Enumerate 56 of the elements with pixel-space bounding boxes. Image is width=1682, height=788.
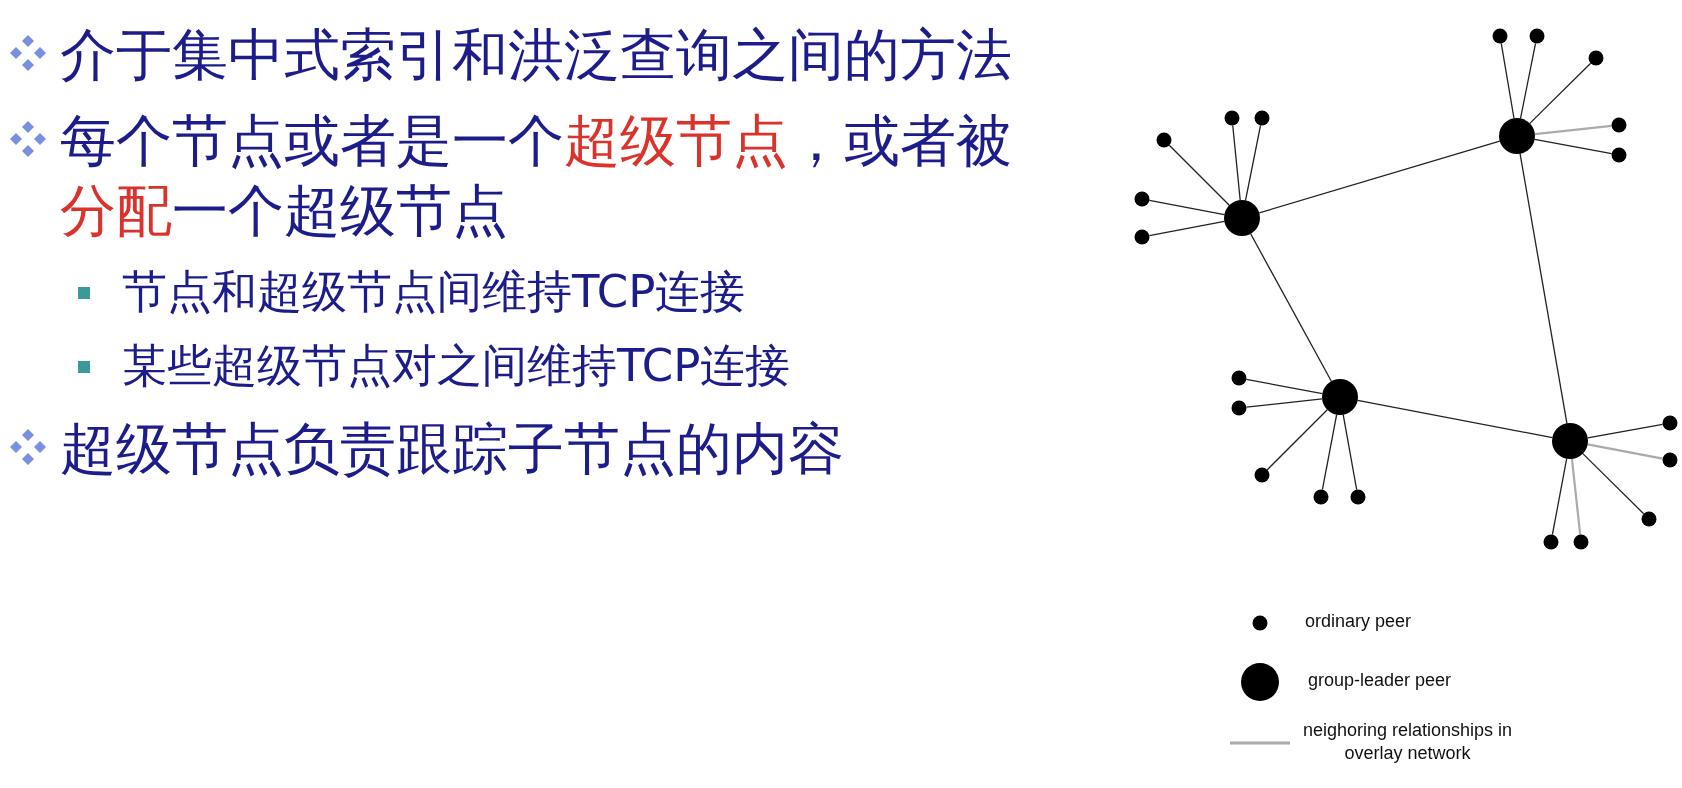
peer-dot: [1662, 415, 1678, 431]
peer-dot: [1224, 110, 1240, 126]
connector-line: [1587, 443, 1663, 460]
connector-line: [1534, 138, 1613, 155]
peer-dot: [1134, 191, 1150, 207]
connector-line: [1245, 378, 1323, 395]
peer-dot: [1611, 117, 1627, 133]
connector-line: [1232, 124, 1241, 201]
bullet-text: 某些超级节点对之间维持TCP连接: [122, 338, 792, 394]
peer-dot: [1492, 28, 1508, 44]
peer-dot: [1156, 132, 1172, 148]
connector-line: [1258, 140, 1501, 214]
connector-line: [1342, 414, 1358, 491]
connector-line: [1244, 124, 1262, 201]
peer-dot: [1573, 534, 1589, 550]
peer-dot: [1662, 452, 1678, 468]
connector-line: [1534, 124, 1612, 136]
peer-dot: [1543, 534, 1559, 550]
peer-dot: [1134, 229, 1150, 245]
connector-line: [1529, 62, 1592, 124]
peer-dot: [1529, 28, 1545, 44]
connector-line: [1500, 42, 1515, 119]
bullet-text: 介于集中式索引和洪泛查询之间的方法: [60, 21, 1013, 89]
connector-line: [1168, 144, 1230, 206]
connector-line: [1570, 458, 1582, 535]
connector-line: [1148, 199, 1225, 216]
peer-dot: [1313, 489, 1329, 505]
bullet-text: 每个节点或者是一个超级节点，或者被分配一个超级节点: [60, 107, 1013, 245]
connector-line: [1587, 423, 1664, 439]
leader-peer-dot: [1224, 200, 1260, 236]
bullet-text: 节点和超级节点间维持TCP连接: [122, 264, 747, 320]
connector-line: [1519, 42, 1537, 119]
peer-dot: [1231, 370, 1247, 386]
peer-dot: [1350, 489, 1366, 505]
connector-line: [1245, 398, 1323, 408]
peer-dot: [1641, 511, 1657, 527]
peer-dot: [1231, 400, 1247, 416]
connector-line: [1321, 414, 1338, 491]
legend-text: group-leader peer: [1308, 670, 1452, 691]
connector-line: [1266, 409, 1328, 471]
leader-peer-dot: [1552, 423, 1588, 459]
connector-line: [1551, 458, 1568, 536]
peer-dot: [1254, 110, 1270, 126]
leader-peer-dot: [1499, 118, 1535, 154]
connector-line: [1148, 220, 1225, 237]
connector-line: [1519, 153, 1568, 424]
legend-text: neighoring relationships in overlay network: [1301, 719, 1514, 765]
legend-text: ordinary peer: [1305, 611, 1412, 632]
connector-line: [1582, 453, 1645, 515]
bullet-text: 超级节点负责跟踪子节点的内容: [60, 415, 845, 483]
connector-line: [1250, 233, 1332, 382]
peer-dot: [1588, 50, 1604, 66]
peer-dot: [1611, 147, 1627, 163]
connector-line: [1357, 399, 1553, 439]
peer-dot: [1254, 467, 1270, 483]
leader-peer-dot: [1322, 379, 1358, 415]
